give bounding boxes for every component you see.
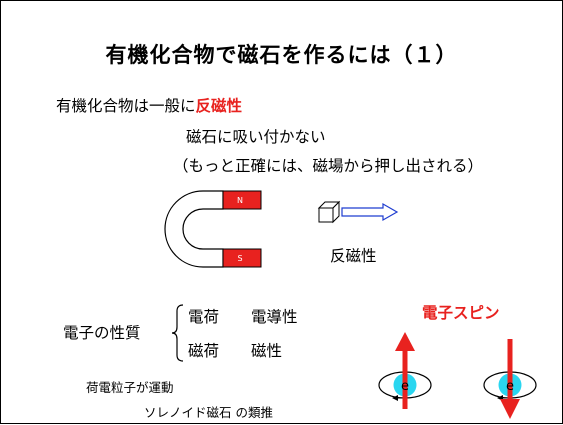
note-solenoid: ソレノイド磁石 の類推 bbox=[144, 405, 273, 420]
magnet-north-label: N bbox=[237, 196, 243, 205]
prop-magnetism: 磁性 bbox=[251, 342, 283, 360]
electron-spin-title: 電子スピン bbox=[422, 304, 500, 322]
prop-magnetic-charge: 磁荷 bbox=[188, 342, 220, 360]
line-2: 磁石に吸い付かない bbox=[186, 128, 326, 146]
electron-spin-down-icon: e bbox=[483, 339, 537, 419]
line-3: （もっと正確には、磁場から押し出される） bbox=[173, 157, 484, 175]
slide-title: 有機化合物で磁石を作るには（１） bbox=[105, 43, 458, 67]
prop-charge: 電荷 bbox=[188, 308, 220, 326]
intro-line: 有機化合物は一般に反磁性 bbox=[56, 94, 242, 116]
intro-prefix: 有機化合物は一般に bbox=[56, 97, 196, 115]
intro-highlight: 反磁性 bbox=[195, 97, 243, 115]
electron-spin-up-icon: e bbox=[378, 332, 432, 409]
electron-symbol-down: e bbox=[506, 379, 514, 394]
cube-icon bbox=[317, 200, 341, 224]
prop-conductivity: 電導性 bbox=[251, 308, 298, 326]
brace-icon bbox=[171, 304, 184, 362]
horseshoe-magnet-icon: N S bbox=[164, 190, 262, 268]
electron-symbol-up: e bbox=[401, 379, 409, 394]
note-charged-particle: 荷電粒子が運動 bbox=[86, 380, 174, 395]
diamagnetism-label: 反磁性 bbox=[330, 247, 377, 265]
push-arrow-icon bbox=[341, 202, 399, 222]
electron-properties-label: 電子の性質 bbox=[63, 324, 141, 342]
magnet-south-label: S bbox=[237, 254, 242, 263]
